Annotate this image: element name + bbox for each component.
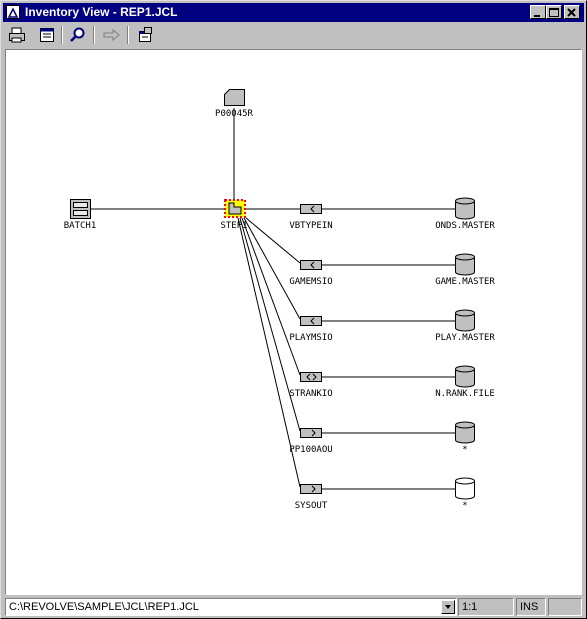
close-icon [567,8,576,17]
find-button[interactable] [67,25,89,45]
program-card-icon[interactable] [224,89,245,106]
status-extra-pane [548,598,582,616]
batch-node-icon[interactable] [70,199,91,219]
insert-mode-pane: INS [516,598,546,616]
dataset-cylinder-icon[interactable] [455,197,475,220]
file-path-combo[interactable]: C:\REVOLVE\SAMPLE\JCL\REP1.JCL [5,598,457,616]
edge-step-dd [239,217,301,432]
dd-output-icon[interactable] [300,484,322,494]
print-button[interactable] [6,25,28,45]
dataset-label: ONDS.MASTER [435,221,495,231]
dd-label: PLAYMSIO [289,333,333,343]
edge-step-dd [237,217,301,488]
toolbar-separator [93,26,95,44]
properties-icon [40,28,54,42]
dd-label: GAMEMSIO [289,277,333,287]
dataset-label: N.RANK.FILE [435,389,495,399]
toolbar-separator [61,26,63,44]
forward-arrow-icon [103,28,120,42]
minimize-icon [534,15,540,17]
file-path-text: C:\REVOLVE\SAMPLE\JCL\REP1.JCL [9,601,199,613]
settings-button[interactable] [134,25,156,45]
dataset-label: PLAY.MASTER [435,333,495,343]
dd-input-icon[interactable] [300,204,322,214]
chevron-down-icon [445,605,451,609]
batch-label: BATCH1 [63,221,97,231]
diagram-canvas[interactable]: P00045R BATCH1 STEP1 VBTYPEIN GAMEMSIO P… [5,49,582,595]
dd-input-icon[interactable] [300,260,322,270]
edge-step-dd [243,217,301,320]
edge-step-dd [241,217,301,376]
dataset-label: GAME.MASTER [435,277,495,287]
dataset-cylinder-icon[interactable] [455,253,475,276]
dataset-cylinder-icon[interactable] [455,421,475,444]
cursor-position-pane: 1:1 [458,598,514,616]
dataset-cylinder-icon[interactable] [455,309,475,332]
step-node-icon[interactable] [224,199,246,218]
dd-inout-icon[interactable] [300,372,322,382]
dd-label: STRANKIO [289,389,333,399]
search-icon [70,27,85,42]
printer-icon [9,27,25,43]
step-label: STEP1 [220,221,248,231]
maximize-button[interactable] [546,5,562,19]
dataset-cylinder-icon[interactable] [455,365,475,388]
title-bar[interactable]: Inventory View - REP1.JCL [3,3,584,22]
dataset-cylinder-icon[interactable] [455,477,475,500]
toolbar [3,23,584,47]
dd-label: SYSOUT [294,501,328,511]
minimize-button[interactable] [530,5,546,19]
close-button[interactable] [564,5,580,19]
dd-input-icon[interactable] [300,316,322,326]
dd-output-icon[interactable] [300,428,322,438]
program-label: P00045R [215,109,253,119]
toolbar-separator [127,26,129,44]
dataset-label: * [462,501,468,511]
maximize-icon [549,8,559,17]
status-bar: C:\REVOLVE\SAMPLE\JCL\REP1.JCL 1:1 INS [3,598,584,616]
edge-step-dd [245,217,301,264]
properties-button[interactable] [36,25,58,45]
app-icon[interactable] [6,5,20,19]
dd-label: VBTYPEIN [289,221,333,231]
forward-button[interactable] [101,25,123,45]
diagram-svg [70,89,475,500]
dataset-label: * [462,445,468,455]
window-title: Inventory View - REP1.JCL [25,5,178,19]
settings-icon [139,27,152,42]
dd-label: PP100AOU [289,445,333,455]
combo-dropdown-button[interactable] [441,600,455,614]
